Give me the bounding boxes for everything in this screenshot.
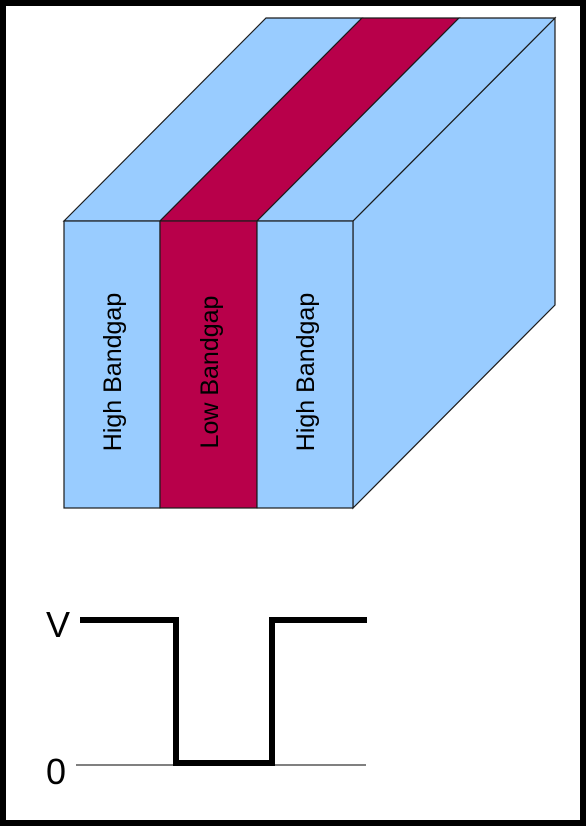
layer-2-front-face — [159, 220, 258, 509]
layer-1-label: High Bandgap — [99, 293, 127, 451]
layer-2-label: Low Bandgap — [196, 296, 224, 449]
layer-3-front-face — [256, 220, 354, 509]
layer-1-front-face — [63, 220, 161, 509]
potential-zero-label: 0 — [46, 751, 66, 792]
potential-high-label: V — [46, 604, 70, 645]
potential-well-curve — [80, 617, 367, 766]
layer-3-label: High Bandgap — [292, 293, 320, 451]
